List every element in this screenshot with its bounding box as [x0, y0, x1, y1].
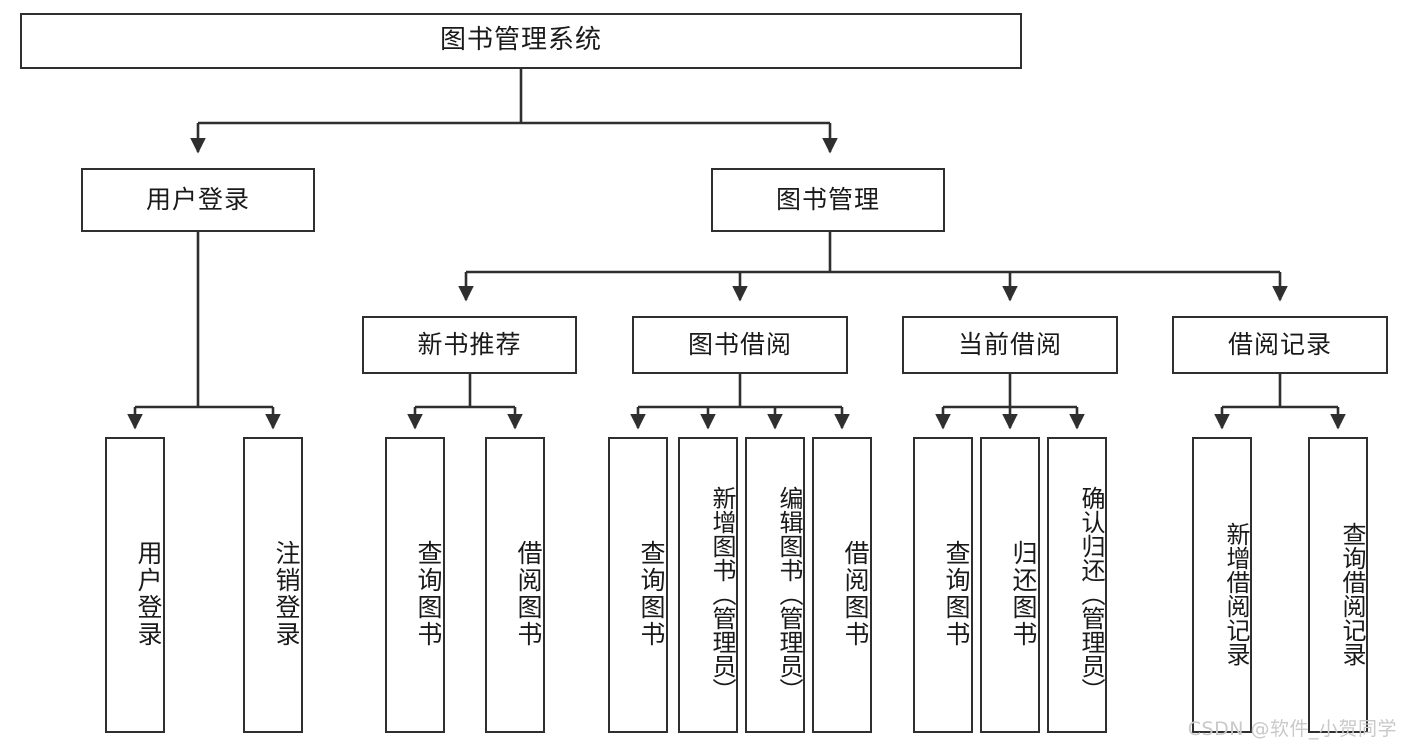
leaf-borrow-book[interactable]: 借阅图书 — [812, 437, 872, 733]
leaf-borrow-book-recommend[interactable]: 借阅图书 — [485, 437, 545, 733]
node-book-borrow[interactable]: 图书借阅 — [632, 316, 848, 374]
leaf-query-book-current[interactable]: 查询图书 — [913, 437, 973, 733]
node-root[interactable]: 图书管理系统 — [20, 13, 1022, 69]
leaf-return-book[interactable]: 归还图书 — [980, 437, 1040, 733]
leaf-confirm-return[interactable]: 确认归还（管理员） — [1047, 437, 1107, 733]
leaf-query-borrow-record[interactable]: 查询借阅记录 — [1308, 437, 1368, 733]
leaf-edit-book[interactable]: 编辑图书（管理员） — [745, 437, 805, 733]
node-new-book-recommend[interactable]: 新书推荐 — [362, 316, 577, 374]
node-current-borrow[interactable]: 当前借阅 — [902, 316, 1118, 374]
node-book-manage[interactable]: 图书管理 — [711, 168, 945, 232]
csdn-watermark: CSDN @软件_小贺同学 — [1187, 718, 1397, 740]
node-borrow-record[interactable]: 借阅记录 — [1172, 316, 1388, 374]
leaf-query-book-recommend[interactable]: 查询图书 — [385, 437, 445, 733]
leaf-logout[interactable]: 注销登录 — [243, 437, 303, 733]
leaf-user-login[interactable]: 用户登录 — [105, 437, 165, 733]
leaf-add-borrow-record[interactable]: 新增借阅记录 — [1192, 437, 1252, 733]
leaf-query-book-borrow[interactable]: 查询图书 — [608, 437, 668, 733]
node-user-login[interactable]: 用户登录 — [81, 168, 315, 232]
leaf-add-book[interactable]: 新增图书（管理员） — [678, 437, 738, 733]
